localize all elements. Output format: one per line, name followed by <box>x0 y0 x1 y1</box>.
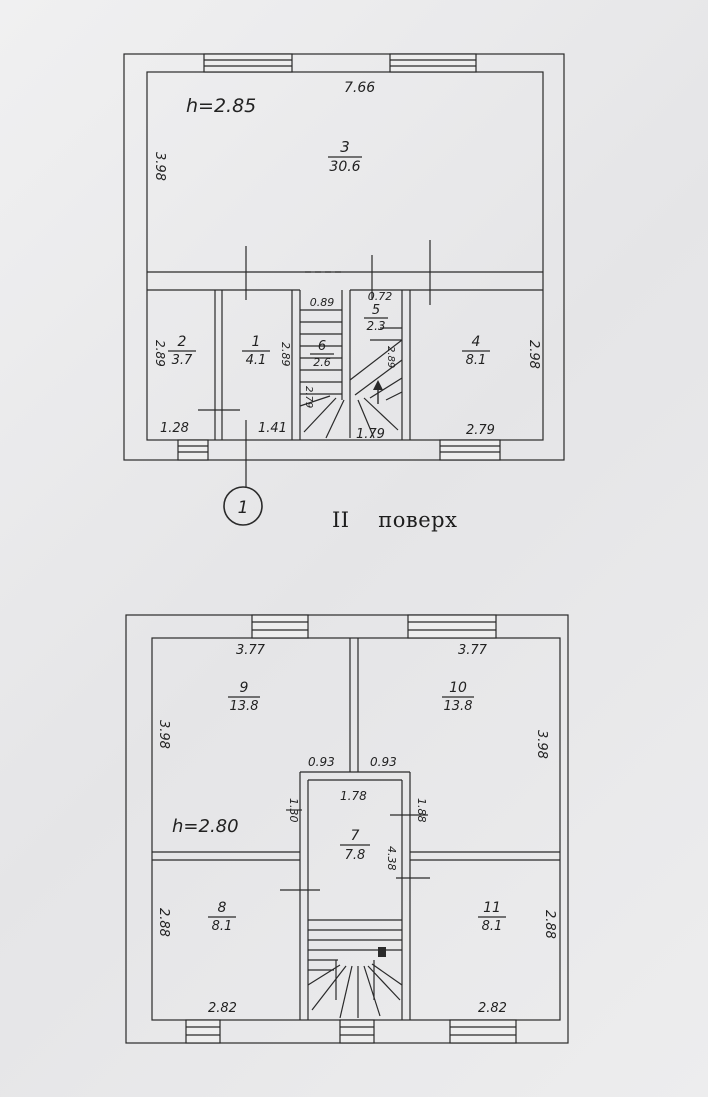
lower-door-left: 0.93 <box>308 755 335 769</box>
lower-window-top-left <box>251 614 309 639</box>
upper-left-depth: 3.98 <box>152 152 167 181</box>
room-8-area: 8.1 <box>212 919 233 934</box>
lower-window-bottom-center <box>339 1019 375 1044</box>
room-4-number: 4 <box>472 334 481 350</box>
room-2-number: 2 <box>178 334 187 350</box>
upper-window-bottom-left <box>177 439 209 461</box>
room-10-number: 10 <box>449 680 467 696</box>
stair-side-b: 2.89 <box>385 346 396 368</box>
lower-labels: 3.77 3.77 9 13.8 10 13.8 3.98 3.98 0.93 … <box>156 643 557 1016</box>
corridor-side-left: 1.30 <box>287 798 300 823</box>
room-7-number: 7 <box>351 828 360 844</box>
upper-stairs-left <box>299 309 399 439</box>
room-2-area: 3.7 <box>172 353 193 368</box>
bottom-dim-a: 1.28 <box>160 421 189 436</box>
lower-top-left-dim: 3.77 <box>236 643 266 658</box>
room-2-side: 2.89 <box>153 340 167 367</box>
lower-window-bottom-left <box>185 1019 221 1044</box>
lower-floor-plan <box>125 614 569 1044</box>
bottom-dim-c: 1.79 <box>356 427 385 442</box>
room-4-area: 8.1 <box>466 353 487 368</box>
upper-outer-wall <box>123 53 565 461</box>
room-7-area: 7.8 <box>345 848 366 863</box>
room-10-area: 13.8 <box>444 699 473 714</box>
room-4-side: 2.98 <box>526 340 541 369</box>
lower-bottom-right-dim: 2.82 <box>478 1001 507 1016</box>
lower-top-right-dim: 3.77 <box>458 643 488 658</box>
room-11-area: 8.1 <box>482 919 503 934</box>
corridor-width: 1.78 <box>340 789 367 803</box>
room-1-side: 2.89 <box>279 342 292 367</box>
lower-window-top-right <box>407 614 497 639</box>
room-6-number: 6 <box>318 339 326 354</box>
floor-caption: II поверх <box>332 508 458 532</box>
upper-height-note: h=2.85 <box>186 95 256 117</box>
lower-right-depth: 3.98 <box>534 730 549 759</box>
room-3-area: 30.6 <box>329 159 360 175</box>
upper-stairs-right <box>349 327 403 404</box>
room-1-area: 4.1 <box>246 353 267 368</box>
room-9-area: 13.8 <box>230 699 259 714</box>
room-8-number: 8 <box>218 900 227 916</box>
room-11-side: 2.88 <box>542 910 557 939</box>
door-width-b: 0.72 <box>368 290 393 303</box>
bottom-dim-b: 1.41 <box>258 421 287 436</box>
upper-window-top-left <box>203 53 293 73</box>
upper-floor-plan <box>123 53 565 526</box>
lower-bottom-left-dim: 2.82 <box>208 1001 237 1016</box>
upper-inner-wall <box>146 71 544 441</box>
stair-side-a: 2.79 <box>303 386 314 408</box>
lower-window-bottom-right <box>449 1019 517 1044</box>
upper-window-bottom-right <box>439 439 501 461</box>
upper-labels: h=2.85 7.66 3.98 3 30.6 2 3.7 2.89 1 4.1… <box>152 80 541 518</box>
room-1-number: 1 <box>252 334 261 350</box>
bottom-dim-d: 2.79 <box>466 423 495 438</box>
room-11-number: 11 <box>483 900 501 916</box>
axis-marker-label: 1 <box>238 498 249 518</box>
room-6-area: 2.6 <box>313 356 331 369</box>
room-9-number: 9 <box>240 680 249 696</box>
room-8-side: 2.88 <box>156 908 171 937</box>
corridor-length: 4.38 <box>385 846 398 871</box>
corridor-side-right: 1.88 <box>415 798 428 823</box>
upper-top-width: 7.66 <box>344 80 375 96</box>
room-3-number: 3 <box>340 138 350 156</box>
upper-window-top-right <box>389 53 477 73</box>
door-width-a: 0.89 <box>310 296 335 309</box>
lower-door-right: 0.93 <box>370 755 397 769</box>
lower-stairs <box>307 919 403 1019</box>
lower-left-depth: 3.98 <box>156 720 171 749</box>
axis-marker-circle <box>223 486 263 526</box>
room-5-number: 5 <box>372 303 380 318</box>
lower-height-note: h=2.80 <box>172 816 239 837</box>
room-5-area: 2.3 <box>366 319 385 333</box>
